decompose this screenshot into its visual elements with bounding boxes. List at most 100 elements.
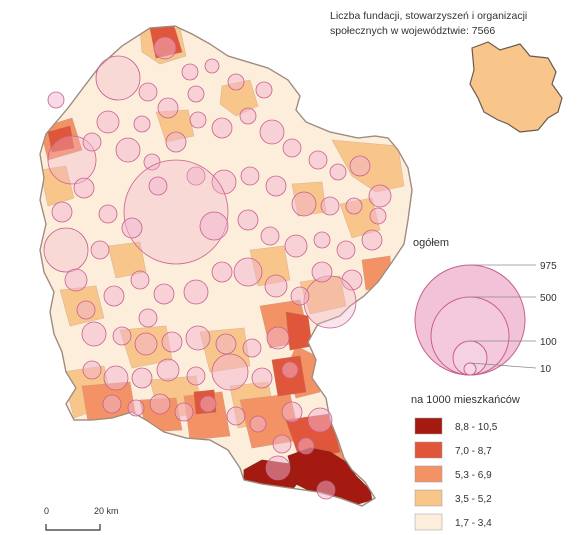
proportional-circle xyxy=(264,274,288,298)
proportional-circle xyxy=(81,321,107,347)
proportional-circle xyxy=(73,177,95,199)
proportional-circle xyxy=(297,437,315,455)
proportional-circle xyxy=(64,268,88,292)
proportional-circle xyxy=(98,204,118,224)
proportional-circle xyxy=(133,115,151,133)
proportional-circle xyxy=(148,176,168,196)
color-swatch-2 xyxy=(414,441,443,459)
scale-bar: 0 20 km xyxy=(44,506,119,531)
inset-country-map xyxy=(469,41,563,133)
area-class-4 xyxy=(107,241,147,279)
proportional-circle xyxy=(183,279,209,305)
proportional-circle xyxy=(341,269,363,291)
proportional-circle xyxy=(157,97,179,119)
proportional-circle xyxy=(186,166,206,186)
proportional-circle xyxy=(282,138,302,158)
proportional-circle xyxy=(47,91,65,109)
proportional-circle xyxy=(265,455,291,481)
area-class-2 xyxy=(285,311,313,351)
proportional-circle xyxy=(361,229,383,251)
proportional-circle xyxy=(211,353,249,391)
proportional-circle xyxy=(307,407,333,433)
scale-label-20km: 20 km xyxy=(94,506,119,516)
color-swatch-1 xyxy=(414,417,443,435)
proportional-circle xyxy=(138,82,158,102)
legend-label-10: 10 xyxy=(540,364,552,375)
proportional-circle xyxy=(272,434,292,454)
legend-circle-10 xyxy=(463,362,477,376)
proportional-circle xyxy=(211,117,233,139)
proportional-circle xyxy=(226,406,246,426)
area-class-3 xyxy=(361,255,393,291)
proportional-circle xyxy=(290,286,310,306)
proportional-circle xyxy=(131,367,153,389)
color-swatch-4 xyxy=(414,489,443,507)
proportional-circle xyxy=(369,207,387,225)
size-legend-title: ogółem xyxy=(413,237,449,249)
color-label-1: 8,8 - 10,5 xyxy=(455,422,498,433)
proportional-circle xyxy=(266,326,290,350)
proportional-circle xyxy=(320,196,340,216)
map-title-line2: społecznych w województwie: 7566 xyxy=(330,25,495,37)
proportional-circle xyxy=(134,332,158,356)
proportional-circle xyxy=(316,480,336,500)
proportional-circle xyxy=(174,402,194,422)
scale-label-zero: 0 xyxy=(44,506,49,516)
proportional-circle xyxy=(156,358,180,382)
proportional-circle xyxy=(227,73,245,91)
proportional-circle xyxy=(368,184,392,208)
proportional-circle xyxy=(153,283,175,305)
size-legend: 975 500 100 10 xyxy=(414,261,557,376)
proportional-circle xyxy=(96,110,120,134)
proportional-circle xyxy=(251,367,273,389)
proportional-circle xyxy=(82,132,102,152)
color-legend: 8,8 - 10,5 7,0 - 8,7 5,3 - 6,9 3,5 - 5,2… xyxy=(414,417,498,531)
color-label-4: 3,5 - 5,2 xyxy=(455,494,492,505)
region-border xyxy=(39,25,413,507)
proportional-circle xyxy=(284,234,308,258)
proportional-circle xyxy=(76,300,96,320)
proportional-circle xyxy=(215,333,237,355)
proportional-circle xyxy=(153,36,177,60)
proportional-circle xyxy=(260,226,280,246)
proportional-circle xyxy=(130,270,150,290)
proportional-circle xyxy=(199,211,229,241)
proportional-circle xyxy=(249,415,267,433)
color-swatch-5 xyxy=(414,513,443,531)
proportional-circle xyxy=(349,155,371,177)
color-label-5: 1,7 - 3,4 xyxy=(455,518,492,529)
proportional-circle xyxy=(103,285,125,307)
proportional-circle xyxy=(127,399,145,417)
proportional-circle xyxy=(336,240,356,260)
proportional-circle xyxy=(281,401,303,423)
proportional-circle xyxy=(43,227,89,273)
proportional-circle xyxy=(186,366,206,386)
proportional-circle xyxy=(308,150,328,170)
legend-label-975: 975 xyxy=(540,261,557,272)
legend-leader-10 xyxy=(469,362,537,369)
proportional-circle xyxy=(239,107,257,125)
proportional-circle xyxy=(311,261,333,283)
proportional-circle xyxy=(199,395,217,413)
color-label-3: 5,3 - 6,9 xyxy=(455,470,492,481)
color-label-2: 7,0 - 8,7 xyxy=(455,446,492,457)
proportional-circle xyxy=(102,394,122,414)
proportional-circle xyxy=(181,63,199,81)
proportional-circle xyxy=(187,85,205,103)
map-title-line1: Liczba fundacji, stowarzyszeń i organiza… xyxy=(330,10,527,22)
proportional-circle xyxy=(143,153,161,171)
proportional-circle xyxy=(47,135,97,185)
legend-label-500: 500 xyxy=(540,293,557,304)
proportional-circle xyxy=(103,365,129,391)
proportional-circle xyxy=(242,338,262,358)
proportional-circle xyxy=(281,361,299,379)
proportional-circle xyxy=(51,201,73,223)
color-swatch-3 xyxy=(414,465,443,483)
proportional-circle xyxy=(313,231,331,249)
proportional-circle xyxy=(161,331,183,353)
proportional-circle xyxy=(90,240,110,260)
proportional-circle xyxy=(240,166,260,186)
legend-label-100: 100 xyxy=(540,337,557,348)
